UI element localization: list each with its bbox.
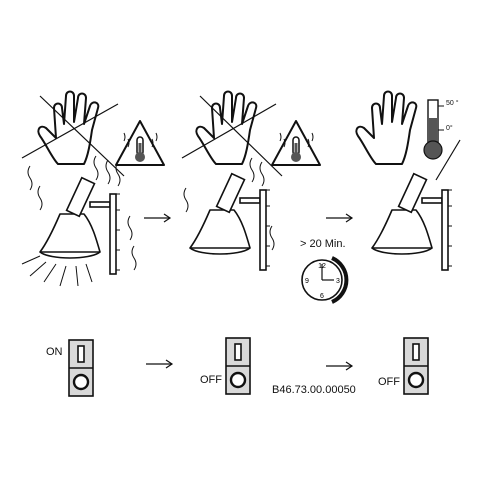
switch-icon [67, 338, 95, 398]
hot-lamp-icon [21, 155, 137, 287]
hand-crossed-icon [21, 90, 125, 177]
on-label: ON [46, 346, 63, 358]
thermometer-icon [423, 99, 461, 181]
hand-crossed-icon [181, 90, 283, 177]
hot-warning-icon [115, 120, 165, 166]
thermometer-hot-label: 50 ° [446, 100, 459, 107]
off-label: OFF [378, 376, 400, 388]
clock-icon: 12 3 6 9 [301, 256, 349, 304]
clock-digit-9: 9 [305, 278, 309, 285]
cold-lamp-icon [371, 172, 453, 271]
clock-digit-3: 3 [336, 278, 340, 285]
hand-icon [355, 90, 418, 165]
switch-icon [402, 336, 430, 396]
thermometer-cold-label: 0° [446, 125, 453, 132]
clock-digit-6: 6 [320, 293, 324, 300]
clock-digit-12: 12 [318, 263, 326, 270]
switch-icon [224, 336, 252, 396]
duration-label: > 20 Min. [300, 238, 346, 250]
arrow-right-icon [325, 213, 353, 223]
cooling-lamp-icon [183, 157, 275, 271]
arrow-right-icon [145, 359, 173, 369]
arrow-right-icon [325, 361, 353, 371]
arrow-right-icon [143, 213, 171, 223]
product-code: B46.73.00.00050 [272, 384, 356, 396]
off-label: OFF [200, 374, 222, 386]
hot-warning-icon [271, 120, 321, 166]
